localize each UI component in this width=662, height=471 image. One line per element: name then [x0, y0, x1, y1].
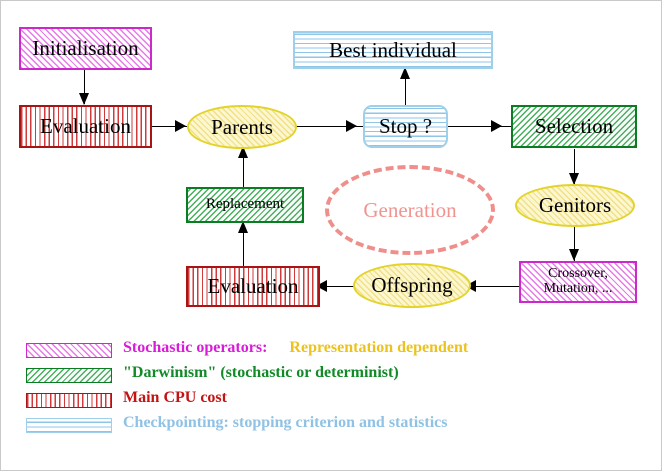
arrowhead-left-evaluation-bottom — [316, 280, 327, 292]
node-stop-label: Stop ? — [378, 114, 433, 139]
node-replacement[interactable]: Replacement — [186, 187, 304, 223]
legend-text-stochastic-primary: Stochastic operators: — [123, 339, 268, 356]
node-initialisation-label: Initialisation — [32, 36, 139, 61]
legend-row-stochastic: Stochastic operators: Representation dep… — [1, 339, 661, 363]
arrow-offspring-to-evaluation — [318, 286, 365, 288]
arrow-parents-to-stop — [296, 126, 364, 128]
legend-text-cpu-cost: Main CPU cost — [123, 389, 227, 406]
arrow-stop-to-best-individual — [405, 69, 407, 107]
arrow-genitors-to-crossover — [574, 226, 576, 261]
arrow-selection-to-genitors — [574, 149, 576, 184]
legend-text-stochastic: Stochastic operators: Representation dep… — [123, 339, 468, 357]
node-best-individual[interactable]: Best individual — [293, 31, 493, 69]
arrow-replacement-to-parents — [243, 149, 245, 189]
node-replacement-label: Replacement — [205, 196, 285, 213]
arrow-stop-to-selection — [448, 126, 511, 128]
legend-swatch-green-diagonal-hatch-icon — [26, 368, 112, 383]
node-stop[interactable]: Stop ? — [363, 105, 448, 148]
legend-row-cpu-cost: Main CPU cost — [1, 389, 661, 413]
legend-text-checkpointing: Checkpointing: stopping criterion and st… — [123, 414, 448, 431]
node-genitors[interactable]: Genitors — [515, 184, 635, 227]
node-best-individual-label: Best individual — [329, 37, 457, 62]
legend-swatch-blue-horizontal-hatch-icon — [26, 418, 112, 433]
legend-text-stochastic-secondary: Representation dependent — [289, 339, 469, 356]
arrowhead-up-replacement — [238, 221, 248, 233]
legend-row-darwinism: "Darwinism" (stochastic or determinist) — [1, 364, 661, 388]
arrow-initialisation-to-evaluation — [84, 70, 86, 104]
node-offspring-label: Offspring — [371, 273, 453, 298]
legend-text-darwinism: "Darwinism" (stochastic or determinist) — [123, 364, 399, 381]
arrowhead-up-parents — [238, 146, 248, 158]
node-crossover-line1: Crossover, — [548, 266, 608, 282]
arrowhead-down-initialisation — [79, 93, 89, 105]
node-crossover-line2: Mutation, ... — [543, 281, 613, 296]
arrowhead-right-selection — [491, 120, 502, 132]
arrowhead-up-best-individual — [400, 67, 410, 79]
arrow-evaluation-to-parents — [151, 126, 193, 128]
arrow-crossover-to-offspring — [467, 286, 519, 288]
arrowhead-down-genitors — [569, 173, 579, 185]
legend-row-checkpointing: Checkpointing: stopping criterion and st… — [1, 414, 661, 438]
node-parents[interactable]: Parents — [187, 105, 297, 149]
legend-swatch-magenta-diagonal-hatch-icon — [26, 343, 112, 358]
node-evaluation-bottom-label: Evaluation — [207, 274, 299, 299]
node-evaluation-top-label: Evaluation — [40, 114, 131, 139]
node-selection-label: Selection — [534, 114, 614, 139]
node-parents-label: Parents — [211, 114, 273, 139]
node-evaluation-top[interactable]: Evaluation — [19, 105, 152, 148]
node-selection[interactable]: Selection — [511, 105, 637, 148]
node-initialisation[interactable]: Initialisation — [19, 27, 152, 70]
node-genitors-label: Genitors — [538, 193, 612, 218]
node-evaluation-bottom[interactable]: Evaluation — [186, 266, 320, 307]
node-generation: Generation — [325, 165, 495, 255]
node-generation-label: Generation — [363, 197, 457, 222]
node-offspring[interactable]: Offspring — [353, 263, 471, 308]
arrowhead-right-stop — [346, 120, 357, 132]
arrow-evaluation-to-replacement — [243, 223, 245, 267]
legend-swatch-red-vertical-hatch-icon — [26, 393, 112, 408]
arrowhead-right-parents — [175, 120, 186, 132]
node-crossover-mutation[interactable]: Crossover, Mutation, ... — [519, 261, 637, 303]
arrowhead-down-crossover — [569, 249, 579, 261]
